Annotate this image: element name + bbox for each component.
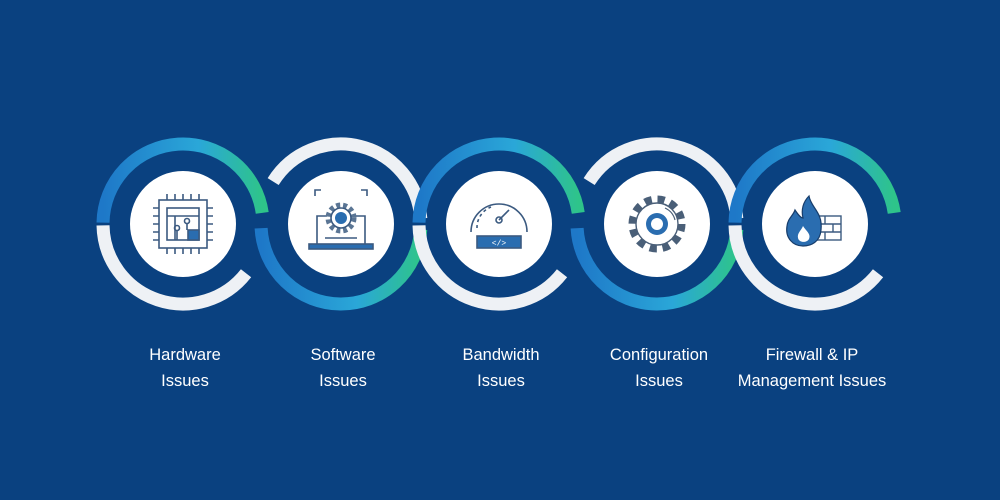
step-label-line2: Issues xyxy=(635,372,683,390)
ring-bottom-arc xyxy=(412,225,568,311)
ring-top-arc xyxy=(96,137,269,223)
gear-icon xyxy=(628,195,686,253)
laptop-gear-icon xyxy=(308,189,374,250)
ring-bottom-arc xyxy=(570,227,744,311)
step-label-line2: Issues xyxy=(319,372,367,390)
step-label-line2: Issues xyxy=(161,372,209,390)
ring-top-arc xyxy=(728,137,901,223)
step-label-line2: Issues xyxy=(477,372,525,390)
step-label-line1: Configuration xyxy=(609,346,709,364)
ring-bottom-arc xyxy=(254,227,428,311)
icon-circle xyxy=(130,171,236,277)
icon-circle xyxy=(446,171,552,277)
step-label-line1: Hardware xyxy=(149,346,221,364)
step-label-line1: Software xyxy=(310,346,376,364)
step-label-line1: Bandwidth xyxy=(462,346,540,364)
step-label-line1: Firewall & IP xyxy=(765,346,859,364)
svg-text:</>: </> xyxy=(492,240,507,249)
speedometer-icon: </> xyxy=(470,203,528,249)
step-label: Firewall & IP Management Issues xyxy=(712,342,912,394)
step-label-line2: Management Issues xyxy=(737,372,887,390)
ring-top-arc xyxy=(267,137,428,219)
ring-bottom-arc xyxy=(96,225,252,311)
firewall-flame-icon xyxy=(786,194,842,247)
ring-top-arc xyxy=(583,137,744,219)
ring-bottom-arc xyxy=(728,225,884,311)
cpu-chip-icon xyxy=(153,194,213,254)
ring-top-arc xyxy=(412,137,585,223)
